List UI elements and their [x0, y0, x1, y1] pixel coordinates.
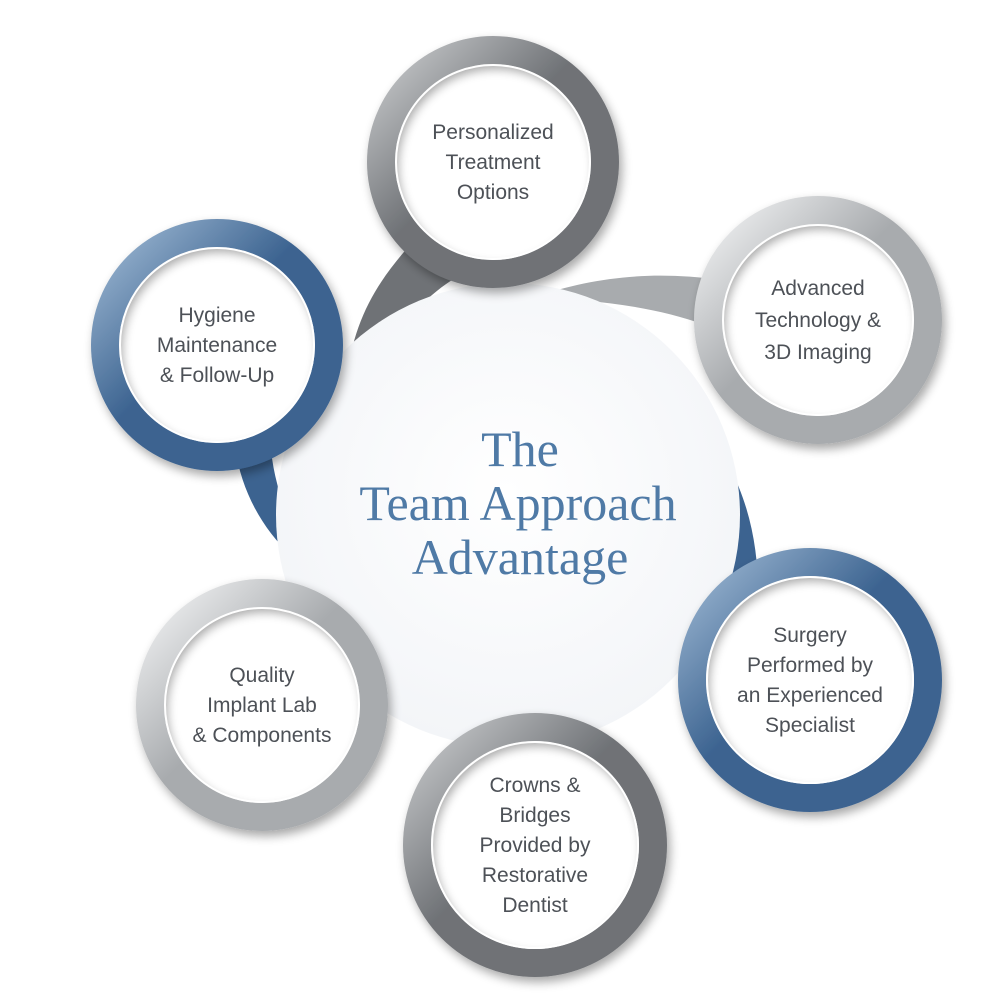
center-title-line-2: Team Approach — [359, 475, 676, 531]
node-crowns-ring — [403, 713, 667, 977]
node-quality-edge — [164, 607, 360, 803]
node-personalized-edge — [395, 64, 591, 260]
node-surgery-ring — [678, 548, 942, 812]
node-hygiene-edge — [119, 247, 315, 443]
node-surgery-edge — [706, 576, 914, 784]
node-advanced-label-line: Advanced — [771, 277, 864, 300]
node-hygiene-label-line: Hygiene — [178, 304, 255, 327]
node-quality-label-line: Quality — [229, 664, 295, 687]
node-quality-label-line: & Components — [193, 724, 332, 747]
node-surgery-label-line: an Experienced — [737, 684, 883, 707]
node-personalized-label-line: Personalized — [432, 121, 553, 144]
node-advanced-label-line: 3D Imaging — [764, 341, 871, 364]
node-quality-ring — [136, 579, 388, 831]
node-surgery-label-line: Surgery — [773, 624, 847, 647]
node-advanced-edge — [722, 224, 914, 416]
node-quality-label-line: Implant Lab — [207, 694, 317, 717]
center-circle — [276, 283, 740, 747]
node-crowns-inner — [431, 741, 639, 949]
node-advanced-label-line: Technology & — [755, 309, 881, 332]
node-hygiene-ring — [91, 219, 343, 471]
node-personalized-inner — [395, 64, 591, 260]
center-title-line-3: Advantage — [412, 529, 629, 585]
node-advanced-ring — [694, 196, 942, 444]
node-hygiene-label-line: Maintenance — [157, 334, 277, 357]
node-hygiene-inner — [119, 247, 315, 443]
node-personalized-label-line: Treatment — [446, 151, 541, 174]
node-crowns-label-line: Crowns & — [489, 774, 580, 797]
node-crowns-label-line: Dentist — [502, 894, 568, 917]
node-personalized-label-line: Options — [457, 181, 529, 204]
node-crowns-label-line: Restorative — [482, 864, 588, 887]
node-surgery-label-line: Specialist — [765, 714, 855, 737]
node-crowns-label-line: Bridges — [499, 804, 570, 827]
tail-hygiene — [235, 440, 350, 598]
center-title: The Team Approach Advantage — [359, 421, 676, 585]
node-hygiene-label-line: & Follow-Up — [160, 364, 274, 387]
node-crowns-label-line: Provided by — [480, 834, 591, 857]
node-surgery-label-line: Performed by — [747, 654, 874, 677]
node-advanced-inner — [722, 224, 914, 416]
node-crowns-edge — [431, 741, 639, 949]
node-personalized-ring — [367, 36, 619, 288]
center-title-line-1: The — [481, 421, 559, 477]
node-surgery-inner — [706, 576, 914, 784]
node-quality-inner — [164, 607, 360, 803]
tail-advanced — [535, 275, 720, 325]
